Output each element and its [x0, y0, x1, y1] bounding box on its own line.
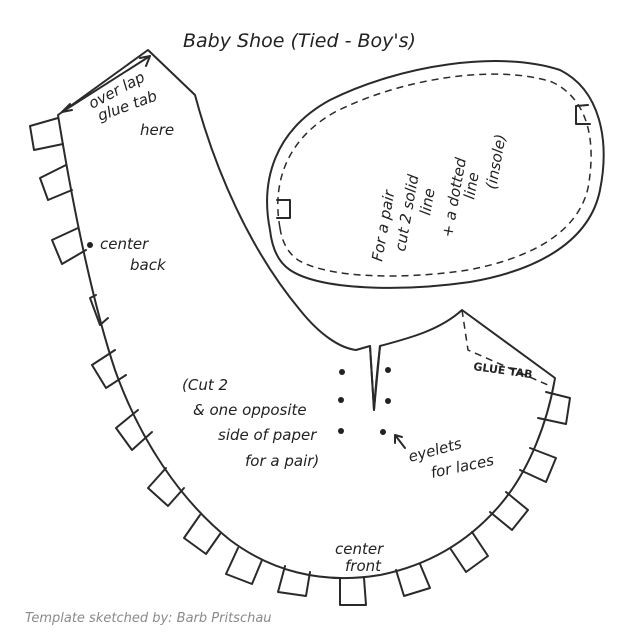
glue-tab-label: GLUE TAB	[473, 360, 534, 381]
glue-tabs	[29, 117, 571, 606]
center-front-label-1: center	[335, 540, 384, 558]
shoe-upper-outline	[57, 49, 556, 580]
insole-solid-outline	[266, 60, 605, 289]
center-front-label-2: front	[345, 557, 382, 575]
cut-label-4: for a pair)	[245, 452, 319, 470]
glue-tab-line	[461, 309, 549, 386]
arrow-heads	[61, 55, 151, 113]
tongue-slit	[369, 345, 381, 411]
insole-label-1: For a pair	[368, 188, 398, 263]
overlap-label-3: here	[140, 121, 174, 139]
cut-label-3: side of paper	[218, 426, 317, 444]
center-back-label-1: center	[100, 235, 149, 253]
insole-label-5: line	[460, 171, 482, 201]
eyelet-arrow	[394, 434, 406, 449]
cut-label-2: & one opposite	[193, 401, 307, 419]
center-back-label-2: back	[130, 256, 167, 274]
cut-label-1: (Cut 2	[182, 376, 228, 394]
eyelets	[87, 242, 391, 435]
page-title: Baby Shoe (Tied - Boy's)	[183, 30, 416, 52]
overlap-arrow	[61, 55, 151, 113]
credit-text: Template sketched by: Barb Pritschau	[25, 611, 272, 626]
insole-label-3: line	[416, 187, 438, 217]
insole-marks	[276, 104, 591, 219]
insole-label-6: (insole)	[482, 133, 509, 191]
insole-dotted-outline	[277, 73, 592, 277]
